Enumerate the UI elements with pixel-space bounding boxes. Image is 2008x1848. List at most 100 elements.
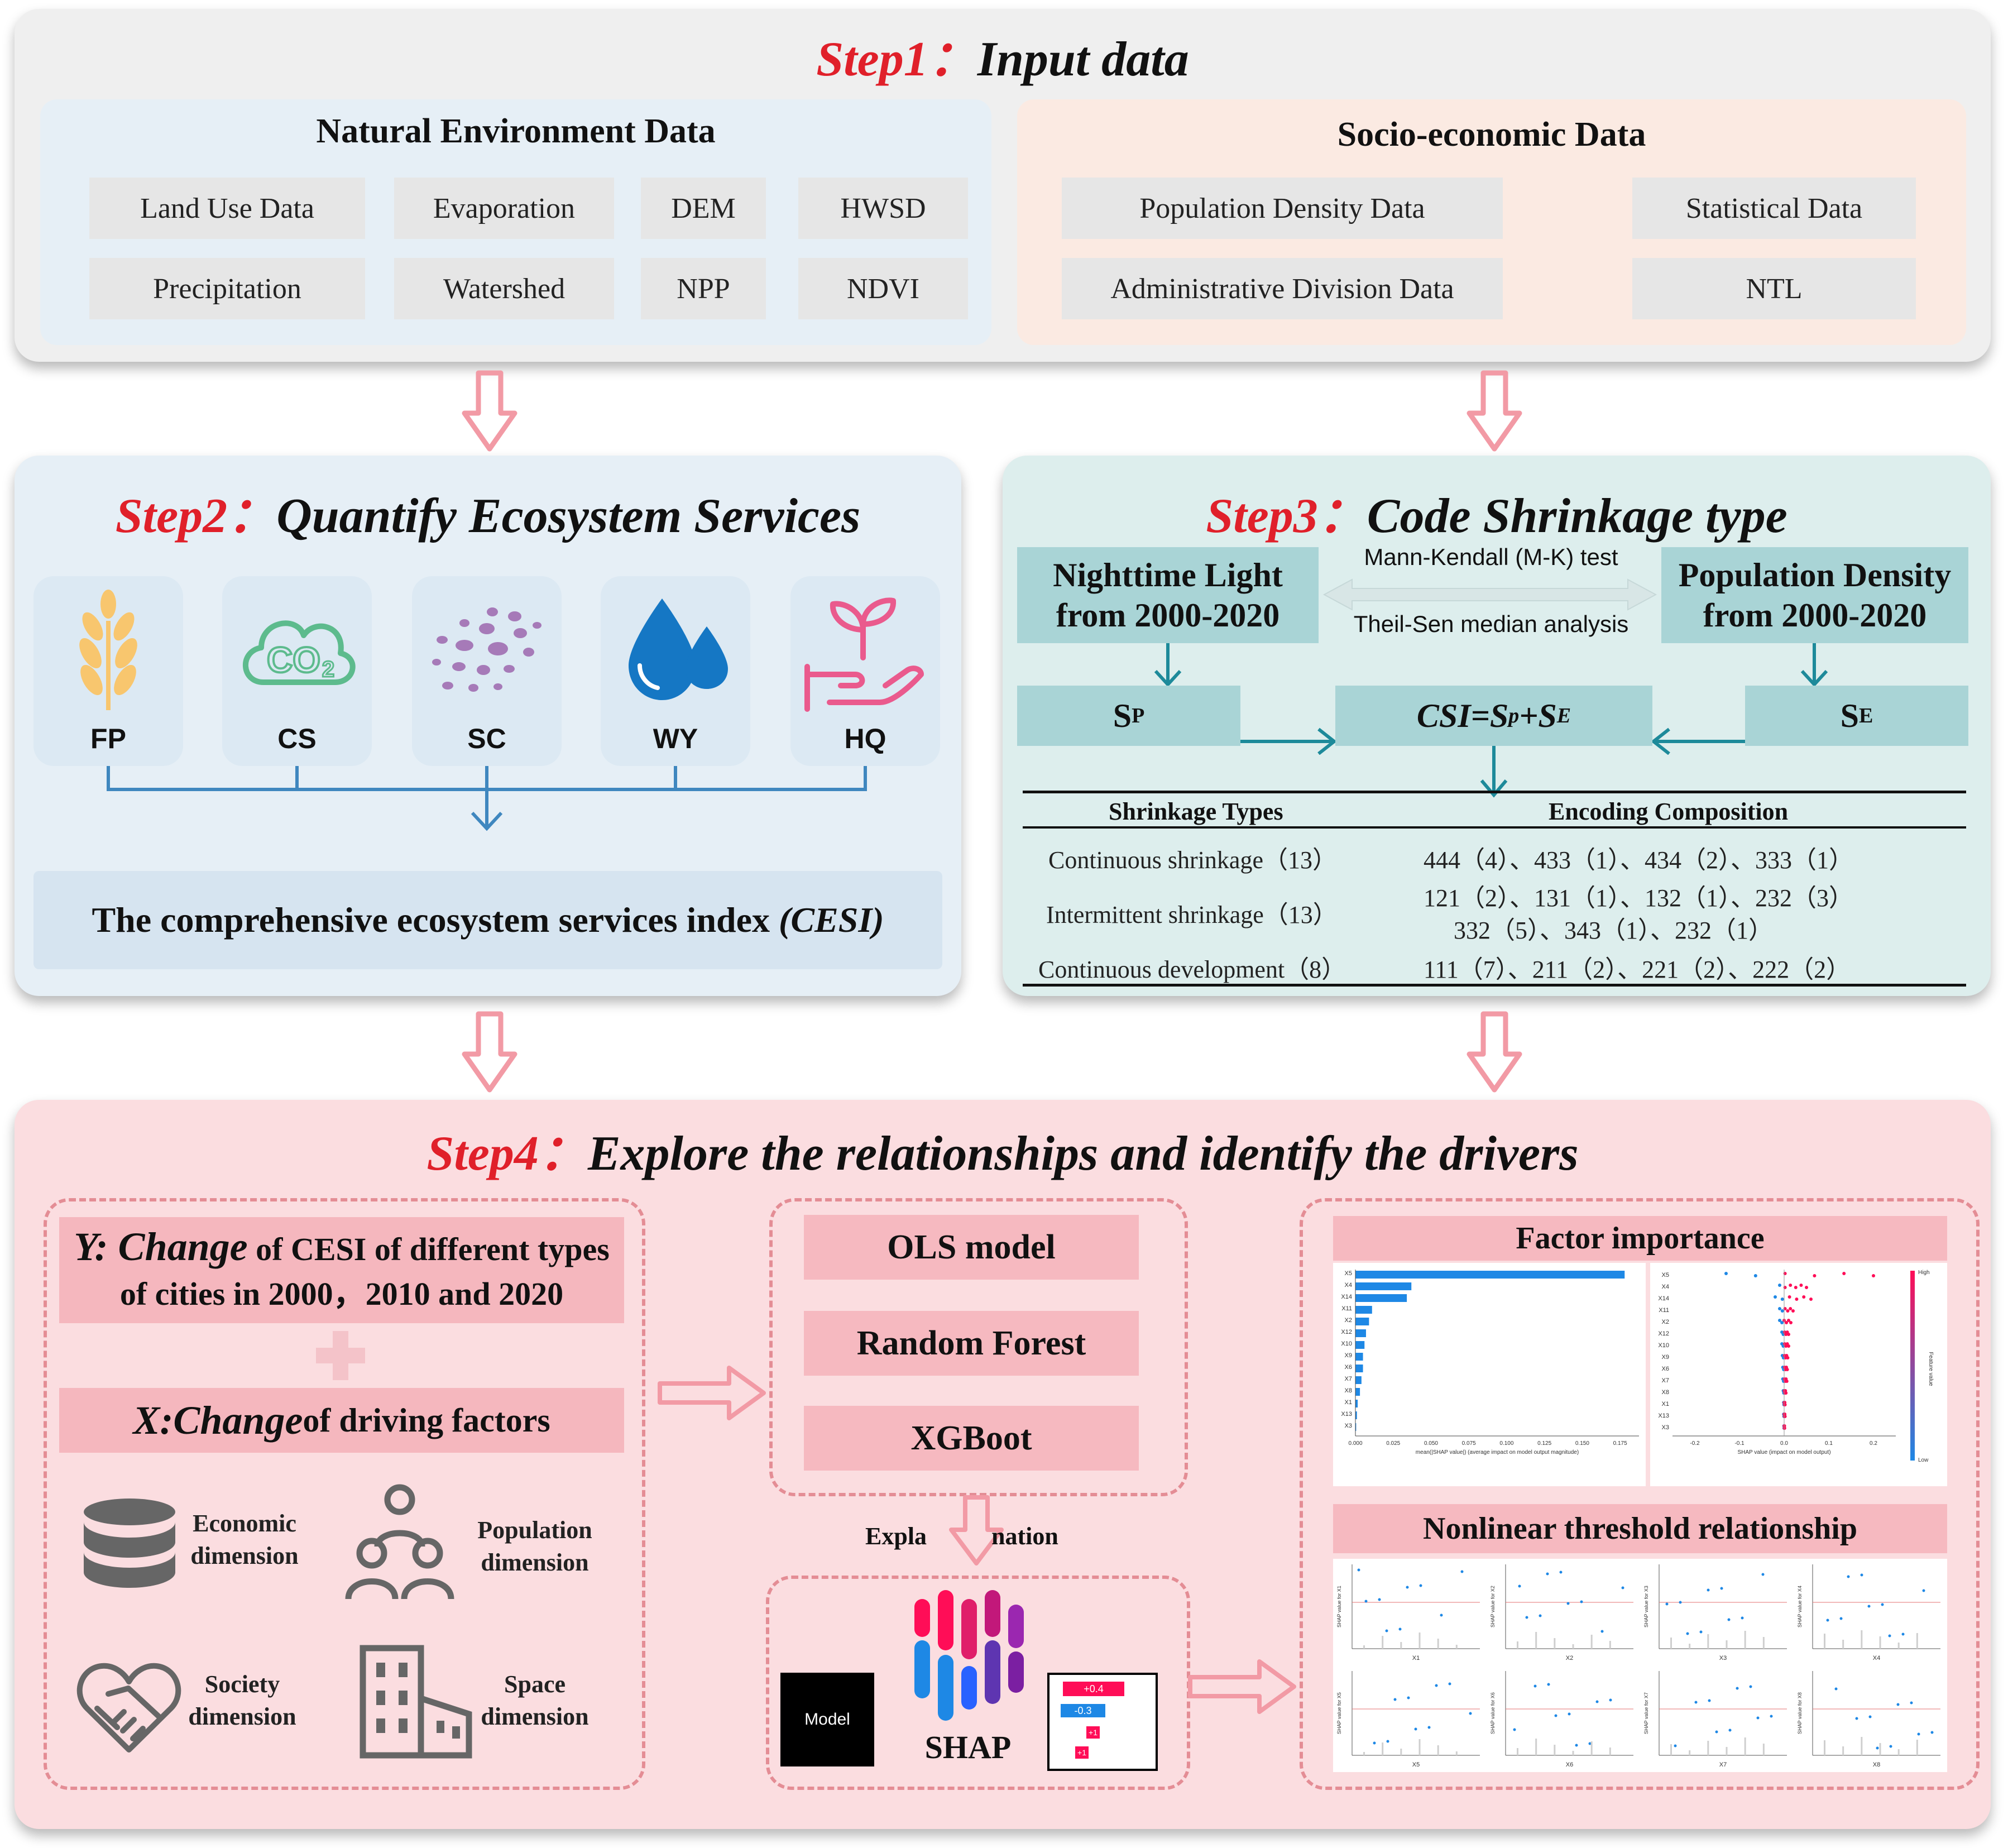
feature-tick-label: X6	[1662, 1366, 1669, 1372]
population-density-box: Population Density from 2000-2020	[1661, 547, 1968, 643]
shap-point	[1789, 1284, 1793, 1287]
dependence-y-label: SHAP value for X7	[1643, 1692, 1649, 1734]
histogram-bar	[1879, 1636, 1881, 1649]
sprout-hand-icon	[804, 597, 924, 712]
histogram-bar	[1363, 1752, 1365, 1755]
dimension-label: Population dimension	[477, 1516, 592, 1576]
histogram-bar	[1363, 1645, 1365, 1649]
input-item: Population Density Data	[1062, 178, 1503, 239]
histogram-bar	[1689, 1750, 1691, 1755]
service-card-hq: HQ	[790, 576, 940, 766]
dependence-point	[1435, 1684, 1438, 1687]
shap-point	[1786, 1356, 1790, 1359]
database-icon	[84, 1498, 175, 1588]
model-option: Random Forest	[804, 1311, 1139, 1376]
x-variable-box: X: Change of driving factors	[59, 1388, 624, 1453]
force-bar: +1	[1075, 1746, 1089, 1759]
variables-frame: Y: Change of CESI of different types of …	[44, 1198, 645, 1790]
shap-point	[1778, 1284, 1781, 1287]
histogram-bar	[1382, 1742, 1384, 1755]
dependence-point	[1867, 1605, 1871, 1608]
histogram-bar	[1609, 1641, 1611, 1649]
dependence-point	[1674, 1744, 1677, 1748]
people-icon	[345, 1484, 454, 1600]
importance-bar	[1355, 1365, 1363, 1372]
input-item: Land Use Data	[89, 178, 365, 239]
dependence-point	[1621, 1586, 1624, 1590]
dependence-point	[1595, 1700, 1599, 1703]
step3-arrows	[1154, 643, 1828, 755]
wheat-icon	[79, 590, 137, 710]
importance-bar	[1355, 1376, 1362, 1384]
service-card-sc: SC	[412, 576, 562, 766]
services-connector	[107, 766, 867, 831]
feature-tick-label: X13	[1341, 1411, 1352, 1418]
x-tick-label: 0.0	[1780, 1440, 1788, 1447]
dependence-point	[1910, 1701, 1913, 1705]
dependence-point	[1609, 1698, 1612, 1702]
dependence-point	[1679, 1601, 1682, 1604]
step2-panel: Step2：Quantify Ecosystem Services FP CO …	[15, 456, 961, 996]
force-bar: +1	[1086, 1726, 1100, 1739]
input-item: HWSD	[798, 178, 968, 239]
dependence-point	[1525, 1616, 1528, 1619]
feature-tick-label: X8	[1345, 1387, 1352, 1394]
dependence-point	[1834, 1687, 1838, 1691]
dependence-point	[1749, 1685, 1752, 1688]
dependence-y-label: SHAP value for X4	[1797, 1586, 1803, 1627]
service-card-cs: CO 2 CS	[222, 576, 372, 766]
dependence-point	[1756, 1716, 1760, 1720]
dependence-point	[1889, 1745, 1892, 1748]
dependence-point	[1901, 1632, 1905, 1636]
dependence-point	[1770, 1715, 1773, 1718]
table-row-codes: 444（4）、433（1）、434（2）、333（1）	[1424, 846, 1853, 874]
feature-tick-label: X5	[1345, 1270, 1352, 1277]
feature-tick-label: X7	[1345, 1376, 1352, 1382]
dependence-y-label: SHAP value for X2	[1490, 1586, 1496, 1627]
table-top-rule	[1023, 791, 1966, 793]
x-tick-label: 0.050	[1424, 1440, 1438, 1447]
histogram-bar	[1762, 1744, 1765, 1755]
force-bar: +0.4	[1063, 1682, 1124, 1696]
shap-point	[1789, 1307, 1793, 1310]
step1-title: Step1：Input data	[816, 32, 1189, 87]
feature-tick-label: X13	[1658, 1413, 1669, 1419]
histogram-bar	[1916, 1633, 1918, 1649]
histogram-bar	[1726, 1640, 1728, 1649]
x-tick-label: 0.100	[1499, 1440, 1513, 1447]
histogram-bar	[1824, 1634, 1825, 1649]
histogram-bar	[1590, 1741, 1593, 1755]
input-item: Evaporation	[394, 178, 614, 239]
x-tick-label: 0.1	[1825, 1440, 1833, 1447]
dependence-point	[1699, 1630, 1703, 1634]
dependence-point	[1736, 1687, 1739, 1690]
dependence-point	[1665, 1602, 1669, 1606]
step4-title: Step4：Explore the relationships and iden…	[426, 1127, 1579, 1181]
shap-point	[1787, 1333, 1790, 1336]
dependence-point	[1373, 1741, 1376, 1745]
shap-point	[1787, 1344, 1790, 1348]
dependence-point	[1588, 1742, 1592, 1745]
feature-tick-label: X1	[1662, 1401, 1669, 1407]
feature-tick-label: X11	[1659, 1307, 1669, 1314]
histogram-bar	[1535, 1739, 1537, 1755]
x-tick-label: 0.025	[1386, 1440, 1400, 1447]
histogram-bar	[1400, 1642, 1402, 1649]
x-axis-label: mean(|SHAP value|) (average impact on mo…	[1416, 1449, 1579, 1456]
feature-tick-label: X14	[1341, 1294, 1352, 1300]
feature-tick-label: X11	[1341, 1305, 1352, 1312]
right-arrow-icon	[1188, 1659, 1296, 1714]
encoding-table: Shrinkage Types Encoding Composition Con…	[1023, 791, 1966, 987]
explanation-down-arrow	[949, 1495, 1004, 1565]
dependence-y-label: SHAP value for X6	[1490, 1692, 1496, 1734]
socio-economic-title: Socio-economic Data	[1337, 116, 1646, 154]
input-item: Precipitation	[89, 258, 365, 319]
importance-bar	[1355, 1411, 1357, 1419]
dependence-x-label: X7	[1719, 1761, 1727, 1768]
feature-tick-label: X6	[1345, 1364, 1352, 1371]
shap-point	[1753, 1274, 1757, 1277]
importance-bar	[1355, 1353, 1363, 1361]
service-label: WY	[653, 723, 698, 754]
model-option: XGBoot	[804, 1406, 1139, 1471]
